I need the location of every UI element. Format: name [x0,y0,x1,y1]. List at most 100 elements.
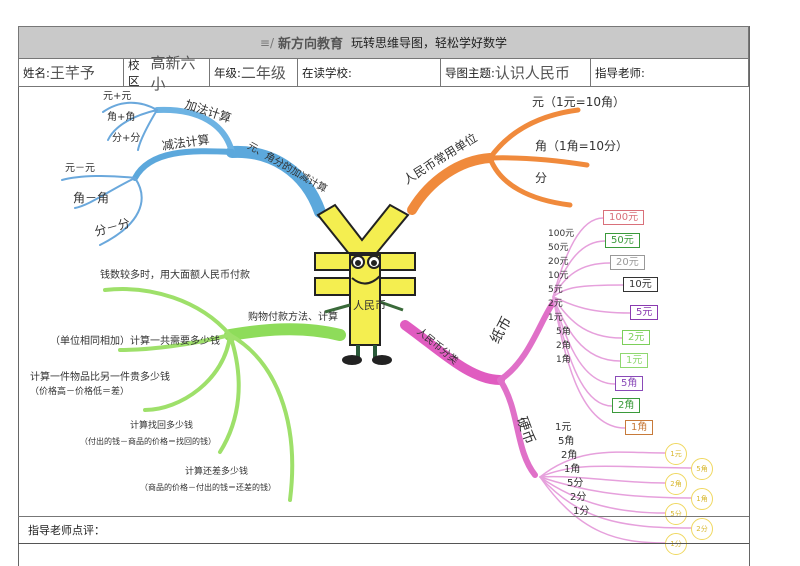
coin-picture-icon: 2分 [691,518,713,540]
coin-item: 5角 [558,436,575,447]
shopping-item: （付出的钱－商品的价格＝找回的钱） [80,437,216,446]
shopping-item: 计算还差多少钱 [185,467,249,477]
campus-label: 校区 [128,57,140,88]
paper-note-item: 10元 [548,271,569,281]
blue-leaf-branch [99,177,143,246]
coin-item: 1角 [564,464,581,475]
add-item: 角+角 [107,112,136,123]
paper-branch [552,284,624,298]
coin-branch-main [497,377,538,478]
paper-branch [552,217,604,298]
add-item: 元+元 [103,91,132,102]
add-item: 分+分 [112,133,141,144]
campus-value: 高新六小 [150,53,196,93]
info-row: 姓名:王芊予 校区高新六小 年级:二年级 在读学校: 导图主题:认识人民币 指导… [18,54,749,93]
unit-item: 角（1角=10分） [535,139,628,153]
shopping-item: （单位相同相加）计算一共需要多少钱 [50,336,220,347]
coin-branch [539,476,666,514]
topic-value: 认识人民币 [494,64,570,82]
coin-picture-icon: 5角 [691,458,713,480]
coin-picture-icon: 1分 [665,533,687,555]
paper-note-picture: 1元 [620,353,649,368]
coin-picture-icon: 1元 [665,443,687,465]
orange-leaf-branch [487,155,573,208]
blue-add-branch [154,106,235,155]
coin-picture-icon: 1角 [691,488,713,510]
paper-note-item: 5元 [548,285,563,295]
blue-main-branch [226,145,326,218]
shopping-item: 钱数较多时，用大面额人民币付款 [100,270,250,281]
paper-note-item: 5角 [556,327,571,337]
coin-item: 5分 [567,478,584,489]
blue-leaf-branch [102,101,158,113]
coin-item: 1分 [573,506,590,517]
campus-cell: 校区高新六小 [124,54,210,93]
coin-branch [539,476,692,529]
blue-leaf-branch [74,177,136,209]
sub-item: 角－角 [73,191,110,205]
paper-note-item: 50元 [548,243,569,253]
coin-branch [539,475,666,484]
blue-leaf-branch [137,109,158,151]
green-leaf-branch [228,333,295,502]
teacher-comment-label: 指导老师点评： [28,524,105,537]
paper-branch [552,296,616,385]
name-label: 姓名: [23,65,50,80]
paper-note-item: 2角 [556,341,571,351]
book-logo-icon: ≡/ [259,35,275,50]
coin-picture-icon: 5分 [665,503,687,525]
green-leaf-branch [143,333,232,412]
coin-picture-icon: 2角 [665,473,687,495]
sub-item: 元－元 [65,163,95,174]
paper-branch [552,296,631,314]
unit-item: 元（1元=10角） [532,95,625,109]
slogan: 玩转思维导图，轻松学好数学 [351,36,508,50]
blue-sub-branch [132,148,235,181]
grade-cell: 年级:二年级 [210,59,298,86]
paper-note-picture: 50元 [605,233,640,248]
coin-branch [539,465,692,478]
school-label: 在读学校: [302,65,352,80]
shopping-item: （商品的价格－付出的钱＝还差的钱） [140,483,276,492]
paper-branch [552,296,613,407]
orange-main-branch [407,153,495,215]
paper-note-item: 2元 [548,299,563,309]
paper-note-picture: 1角 [625,420,654,435]
topic-label: 导图主题: [445,65,495,80]
paper-note-picture: 5元 [630,305,659,320]
teacher-comment-area: 指导老师点评： [18,516,749,544]
green-leaf-branch [218,333,241,454]
yuan-mascot-icon [314,203,416,365]
paper-note-picture: 100元 [603,210,645,225]
orange-leaf-branch [487,155,590,168]
paper-note-item: 1元 [548,313,563,323]
coin-item: 1元 [555,422,572,433]
paper-note-item: 100元 [548,229,575,239]
grade-value: 二年级 [240,64,286,82]
topic-cell: 导图主题:认识人民币 [441,59,591,86]
coin-item: 2角 [561,450,578,461]
paper-note-picture: 10元 [623,277,658,292]
name-value: 王芊予 [49,64,95,82]
paper-note-item: 20元 [548,257,569,267]
center-label: 人民币 [353,299,386,312]
worksheet-frame [18,26,750,566]
grade-label: 年级: [214,65,241,80]
shopping-item: （价格高－价格低＝差） [30,387,130,397]
paper-branch [552,296,626,429]
paper-note-item: 1角 [556,355,571,365]
paper-note-picture: 2角 [612,398,641,413]
paper-branch [552,240,606,298]
paper-branch [552,296,623,339]
green-main-branch [224,323,346,341]
paper-note-picture: 20元 [610,255,645,270]
paper-note-picture: 5角 [615,376,644,391]
brand-name: 新方向教育 [278,37,344,52]
name-cell: 姓名:王芊予 [19,59,124,86]
blue-leaf-branch [61,174,136,181]
shopping-item: 计算找回多少钱 [130,421,194,431]
coin-item: 2分 [570,492,587,503]
teacher-cell: 指导老师: [591,59,748,86]
blue-leaf-branch [107,109,158,141]
